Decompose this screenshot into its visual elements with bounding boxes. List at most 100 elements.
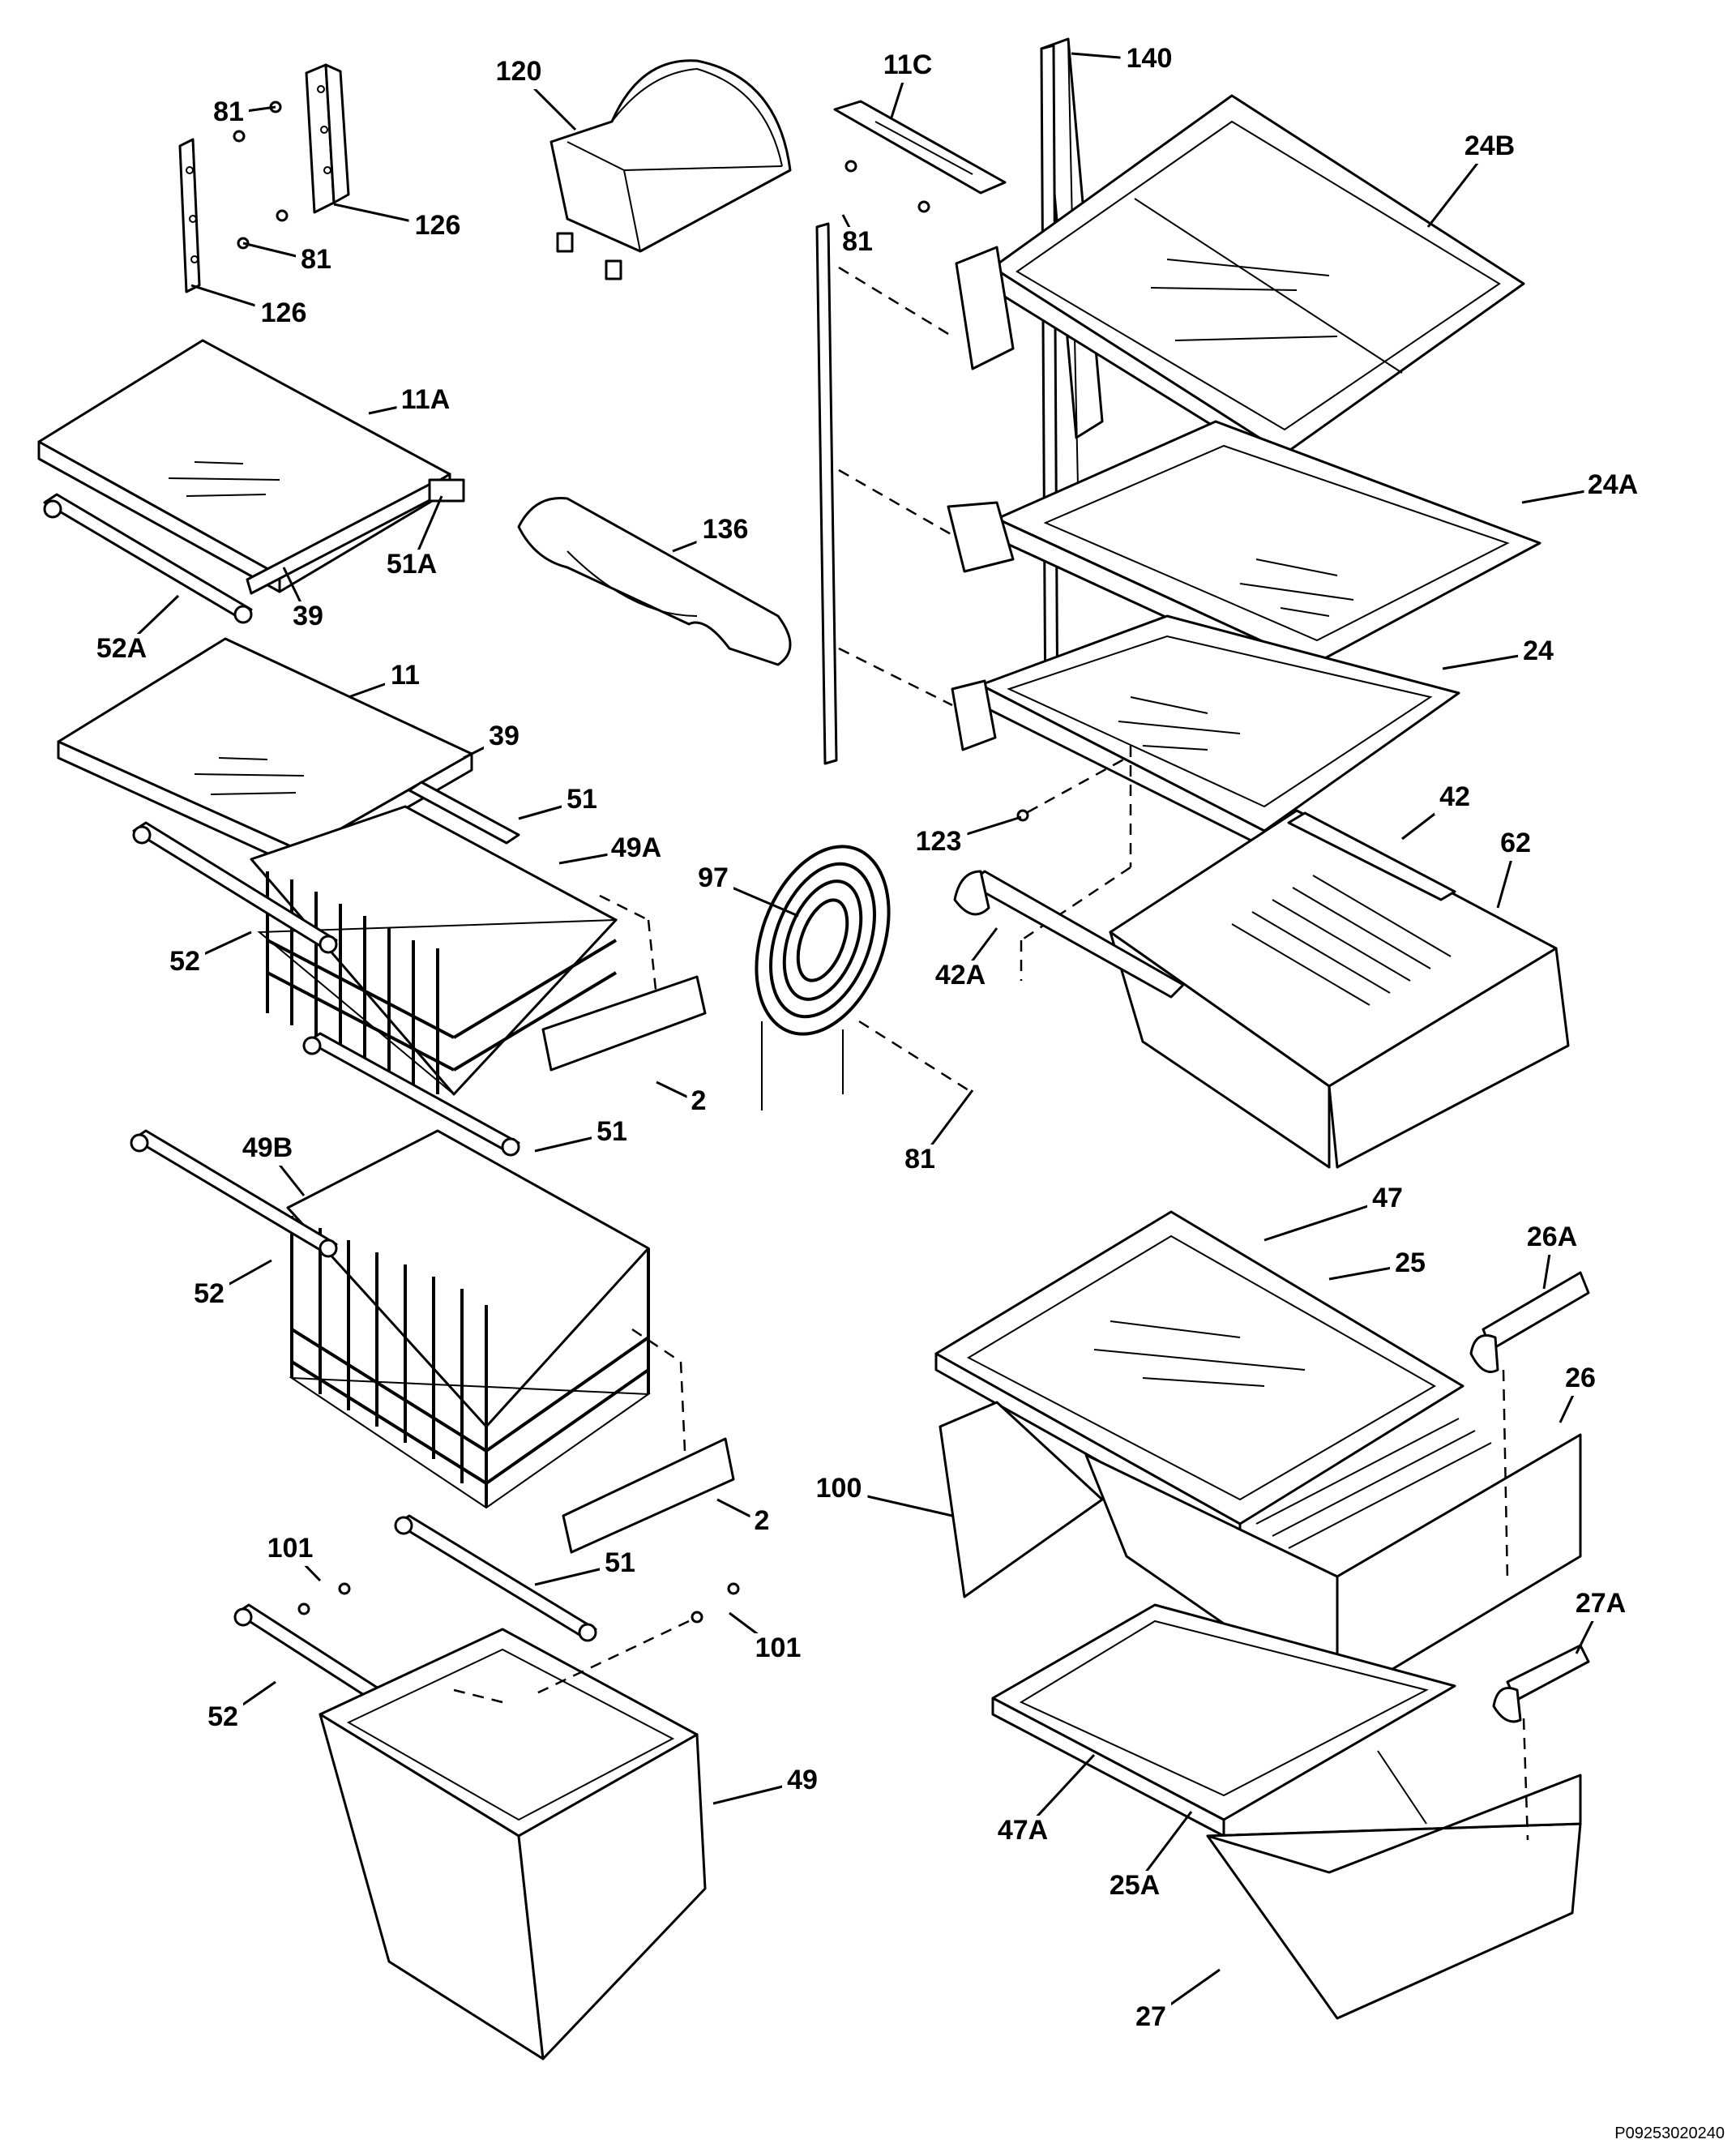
callout-bg-27 xyxy=(1131,2002,1171,2035)
callout-bg-81c xyxy=(837,227,878,259)
shelf-24 xyxy=(951,614,1460,981)
callout-39a: 39 xyxy=(293,601,323,631)
callout-bg-49 xyxy=(782,1765,823,1798)
callout-bg-140 xyxy=(1120,44,1178,76)
callout-bg-52b xyxy=(189,1279,229,1311)
bracket-126-left xyxy=(178,138,201,293)
rail-51-middle xyxy=(302,1032,520,1157)
bracket-27A xyxy=(1492,1644,1590,1841)
callout-bg-81d xyxy=(900,1145,940,1177)
callout-25A: 25A xyxy=(1110,1870,1160,1901)
callout-bg-52A xyxy=(92,634,151,666)
front-cover-2-upper xyxy=(541,894,707,1072)
callout-bg-51c xyxy=(600,1548,640,1581)
callout-24A: 24A xyxy=(1588,469,1638,500)
callout-52a: 52 xyxy=(169,946,200,977)
callout-bg-101a xyxy=(261,1534,319,1566)
rail-51-lower xyxy=(394,1514,597,1642)
callout-136: 136 xyxy=(703,514,749,545)
callout-bg-120 xyxy=(490,57,548,89)
callout-52c: 52 xyxy=(207,1701,238,1732)
callout-24: 24 xyxy=(1523,635,1554,666)
callout-49B: 49B xyxy=(242,1132,293,1163)
callout-126b: 126 xyxy=(261,297,307,328)
callout-101a: 101 xyxy=(267,1533,314,1564)
callout-120: 120 xyxy=(496,56,542,87)
callout-bg-136 xyxy=(696,515,755,547)
callout-bg-51a xyxy=(562,785,602,817)
strip-81 xyxy=(815,222,953,765)
callout-42A: 42A xyxy=(935,960,986,991)
callout-bg-25A xyxy=(1105,1871,1164,1903)
callout-81d: 81 xyxy=(904,1144,935,1175)
callout-123: 123 xyxy=(916,826,962,857)
callout-bg-123 xyxy=(909,827,968,859)
callout-bg-11C xyxy=(879,50,937,83)
callout-bg-49A xyxy=(607,833,665,866)
callout-27A: 27A xyxy=(1576,1588,1626,1619)
callout-bg-97 xyxy=(693,863,733,896)
callout-62: 62 xyxy=(1500,828,1531,858)
callout-47: 47 xyxy=(1372,1183,1403,1213)
rail-42 xyxy=(1287,811,1456,901)
callout-52b: 52 xyxy=(194,1278,224,1309)
bracket-26A xyxy=(1469,1271,1590,1581)
callout-101b: 101 xyxy=(755,1632,802,1663)
callout-bg-126b xyxy=(254,298,313,331)
callout-bg-39b xyxy=(484,721,524,754)
callout-81c: 81 xyxy=(842,226,873,257)
callout-bg-100 xyxy=(810,1474,868,1506)
coil-97 xyxy=(755,845,969,1110)
rail-100 xyxy=(939,1401,1104,1598)
callout-bg-2b xyxy=(750,1506,774,1538)
callout-51c: 51 xyxy=(605,1547,635,1578)
callout-bg-24B xyxy=(1460,131,1519,164)
callout-bg-81a xyxy=(208,97,249,130)
callout-bg-101b xyxy=(749,1633,807,1666)
bracket-126-right xyxy=(305,63,350,214)
callout-100: 100 xyxy=(816,1473,862,1504)
shelf-11A xyxy=(37,339,465,595)
callout-bg-51b xyxy=(592,1117,632,1149)
callout-bg-27A xyxy=(1571,1589,1630,1621)
callout-bg-42A xyxy=(931,961,990,993)
callout-24B: 24B xyxy=(1464,131,1515,161)
callout-bg-2a xyxy=(686,1086,711,1119)
callout-bg-42 xyxy=(1435,782,1475,815)
callout-97: 97 xyxy=(698,862,729,893)
trim-11C xyxy=(833,100,1007,213)
callout-bg-24 xyxy=(1518,636,1559,669)
front-cover-2-lower xyxy=(562,1328,735,1554)
callout-bg-11 xyxy=(385,661,425,693)
callout-bg-51A xyxy=(383,550,441,582)
callout-52A: 52A xyxy=(96,633,147,664)
crisper-27 xyxy=(1206,1750,1582,2020)
shelf-24B xyxy=(955,94,1525,472)
callout-49: 49 xyxy=(787,1765,818,1795)
rail-42A xyxy=(953,870,1185,999)
callout-26A: 26A xyxy=(1527,1222,1577,1252)
callout-140: 140 xyxy=(1127,43,1173,74)
callout-25: 25 xyxy=(1395,1247,1426,1278)
callout-bg-81b xyxy=(296,245,336,277)
callout-bg-47 xyxy=(1367,1183,1408,1216)
callout-bg-26A xyxy=(1523,1222,1581,1255)
callout-bg-62 xyxy=(1495,828,1536,861)
callout-47A: 47A xyxy=(998,1815,1048,1846)
callout-39b: 39 xyxy=(489,721,520,751)
callout-2a: 2 xyxy=(691,1085,707,1116)
callout-51b: 51 xyxy=(596,1116,627,1147)
callout-126a: 126 xyxy=(415,210,461,241)
callout-bg-49B xyxy=(238,1133,297,1166)
callout-bg-126a xyxy=(408,211,467,243)
diagram-code: P09253020240 xyxy=(1614,2124,1725,2142)
callout-bg-52a xyxy=(165,947,205,979)
callout-49A: 49A xyxy=(611,832,661,863)
callout-51a: 51 xyxy=(567,784,597,815)
door-bin-120 xyxy=(549,59,792,280)
callout-11A: 11A xyxy=(401,384,451,415)
callout-81a: 81 xyxy=(213,96,244,127)
callout-81b: 81 xyxy=(301,244,331,275)
